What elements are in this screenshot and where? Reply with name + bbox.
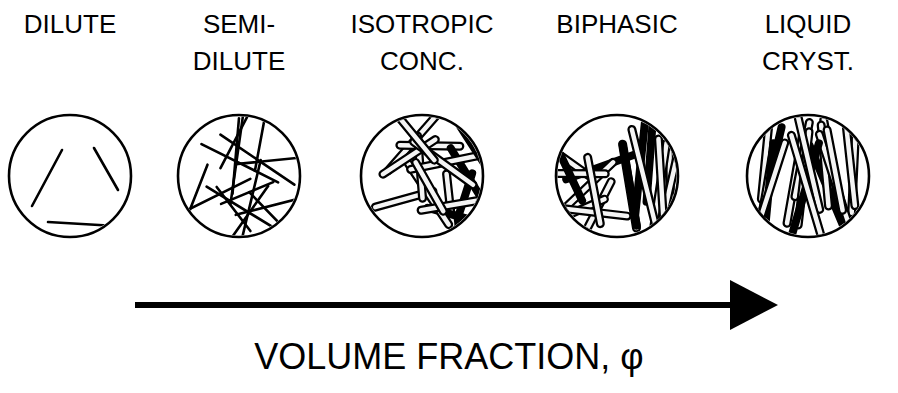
rod: [220, 135, 294, 185]
rod: [236, 155, 323, 164]
rod: [94, 148, 118, 190]
phase-circle: [9, 115, 131, 237]
rod: [32, 150, 62, 206]
rod-group: [32, 148, 118, 226]
rod: [187, 165, 208, 218]
rod-outline: [388, 104, 434, 160]
rod-outline: [416, 162, 444, 211]
rod-outline: [753, 143, 785, 241]
phase-node: BIPHASIC: [517, 6, 717, 43]
phase-heading: DILUTE: [24, 6, 116, 43]
rod-core: [791, 135, 820, 235]
axis-arrow-head: [730, 280, 778, 330]
circle-fill: [9, 115, 131, 237]
axis-arrow-shaft: [135, 302, 735, 308]
phase-heading: LIQUID CRYST.: [762, 6, 854, 80]
rod: [175, 179, 250, 217]
phase-circle: [747, 115, 869, 237]
rod-core: [416, 162, 444, 211]
rod-outline: [588, 157, 601, 223]
rod: [233, 118, 239, 193]
rod: [561, 155, 582, 200]
phase-heading: SEMI- DILUTE: [193, 6, 285, 80]
rod-outline: [632, 129, 656, 226]
circle-fill: [556, 115, 678, 237]
rod-core: [632, 129, 656, 226]
phase-node: ISOTROPIC CONC.: [322, 6, 522, 80]
rod: [201, 144, 278, 182]
phase-node: LIQUID CRYST.: [708, 6, 898, 80]
rod-core: [588, 157, 601, 223]
rod-core: [846, 127, 854, 205]
phase-heading: ISOTROPIC CONC.: [350, 6, 493, 80]
phase-node: DILUTE: [0, 6, 170, 43]
phase-circle: [178, 115, 300, 237]
phase-circle: [556, 115, 678, 237]
rod-outline: [658, 139, 663, 223]
rod-outline: [846, 127, 854, 205]
axis-label-row: VOLUME FRACTION, φ: [0, 335, 898, 379]
rod-core: [658, 139, 663, 223]
rod-core: [550, 171, 605, 176]
rod-core: [827, 130, 843, 210]
rod-outline: [791, 135, 820, 235]
axis-label: VOLUME FRACTION, φ: [254, 336, 643, 377]
rod-group: [175, 112, 326, 239]
rod-core: [388, 104, 434, 160]
rod-group: [536, 107, 678, 248]
phase-circle: [361, 115, 483, 237]
circle-fill: [747, 115, 869, 237]
phase-heading: BIPHASIC: [556, 6, 677, 43]
phase-node: SEMI- DILUTE: [139, 6, 339, 80]
rod-outline: [550, 169, 605, 178]
rod-core: [753, 143, 785, 241]
rod-outline: [827, 130, 843, 210]
